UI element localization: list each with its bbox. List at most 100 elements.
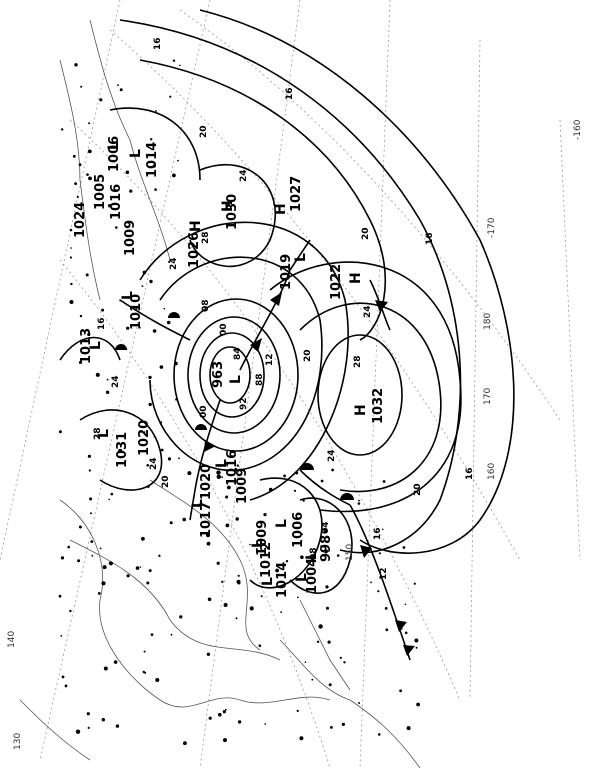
isobar-label: 20 (361, 227, 371, 240)
station-dot (158, 554, 161, 557)
svg-text:H: H (353, 404, 369, 416)
station-dot (87, 149, 92, 154)
pressure-labels: 1024 1005 1009 1009 1012 1016 1020 1017 (73, 174, 274, 578)
station-dot (280, 611, 282, 613)
station-dot (208, 716, 212, 720)
station-dot (88, 469, 91, 472)
station-dot (105, 390, 110, 394)
station-dot (370, 581, 372, 584)
centre-low-1010: L 1010 (120, 291, 144, 330)
svg-text:1026: 1026 (187, 232, 202, 268)
station-dot (339, 656, 342, 660)
station-dot (404, 603, 407, 606)
isobar-label: 20 (413, 483, 423, 496)
station-dot (413, 582, 416, 585)
svg-text:L: L (214, 459, 230, 468)
station-dot (223, 603, 228, 607)
station-dot (139, 566, 142, 568)
isobar-label: 00 (219, 323, 229, 336)
station-dot (382, 480, 386, 483)
station-dot (218, 712, 222, 717)
graticule (0, 0, 581, 768)
station-dot (69, 228, 73, 232)
station-dot (222, 710, 226, 714)
svg-text:H: H (220, 200, 236, 212)
svg-text:1006: 1006 (107, 136, 122, 172)
svg-text:L: L (190, 499, 206, 508)
station-dot (300, 533, 303, 536)
station-dot (285, 560, 289, 563)
station-dot (115, 724, 120, 728)
pressure-label: 1005 (93, 174, 108, 210)
station-dot (206, 541, 211, 546)
longitude-ticks: 130 140 150 160 170 180 -170 -160 (7, 119, 583, 750)
station-dot (283, 474, 286, 478)
station-dot (153, 435, 156, 438)
isobar-label: 20 (303, 349, 313, 362)
isobar-label: 16 (153, 37, 163, 50)
pressure-label: 1016 (109, 184, 124, 220)
isobar-label: 12 (265, 353, 275, 366)
station-dot (404, 631, 408, 635)
svg-text:1014: 1014 (275, 562, 290, 598)
station-dot (177, 159, 179, 162)
isobar-label: 24 (363, 305, 373, 318)
station-dot (72, 154, 76, 158)
station-dot (377, 590, 380, 593)
station-dot (135, 307, 138, 310)
station-dot (95, 372, 100, 377)
station-dot (90, 512, 92, 515)
station-dot (302, 499, 305, 502)
station-dot (378, 733, 381, 736)
station-dot (179, 64, 181, 67)
station-dot (221, 476, 224, 478)
station-dot (119, 88, 123, 92)
station-dot (126, 326, 130, 330)
lon-tick-160: 160 (487, 463, 497, 480)
station-dot (323, 527, 328, 533)
svg-text:L: L (260, 577, 276, 586)
station-dot (381, 528, 384, 531)
isobar-label: 24 (111, 375, 121, 388)
station-dot (143, 431, 146, 433)
station-dot (237, 574, 240, 577)
station-dot (316, 640, 320, 643)
station-dot (74, 182, 77, 186)
station-dot (343, 661, 346, 664)
centre-low-1004: L 1004 (294, 558, 320, 594)
station-dot (74, 63, 78, 67)
svg-text:963: 963 (211, 361, 226, 388)
svg-text:L: L (294, 573, 310, 582)
pressure-centres: L 963 H 1032 H 1030 H 1027 H 1022 L 1031… (79, 136, 386, 598)
svg-text:1006: 1006 (291, 512, 306, 548)
station-dot (108, 498, 110, 501)
station-dot (264, 723, 267, 725)
station-dot (85, 273, 89, 277)
centre-high-1027: H 1027 (273, 176, 304, 215)
station-dot (88, 176, 92, 181)
isobar-label: 16 (97, 317, 107, 330)
centre-low-1031: L 1031 (96, 429, 130, 468)
station-dot (258, 644, 262, 647)
station-dot (118, 448, 123, 453)
station-dot (399, 689, 402, 693)
station-dot (117, 84, 119, 87)
station-dot (235, 517, 239, 521)
svg-text:H: H (188, 220, 204, 232)
station-dot (126, 574, 130, 578)
station-dot (358, 499, 360, 502)
station-dot (148, 569, 152, 573)
station-dot (78, 525, 82, 529)
station-dot (141, 536, 145, 541)
station-dot (378, 552, 381, 555)
station-dot (216, 561, 220, 565)
station-dot (70, 282, 73, 286)
station-dot (260, 595, 263, 598)
isobar-label: 28 (353, 355, 363, 368)
lon-tick-130: 130 (13, 733, 23, 750)
station-dot (155, 110, 157, 112)
station-dot (87, 332, 91, 337)
station-dot (320, 479, 324, 483)
station-dot (178, 457, 180, 460)
pressure-label: 1009 (235, 468, 250, 504)
